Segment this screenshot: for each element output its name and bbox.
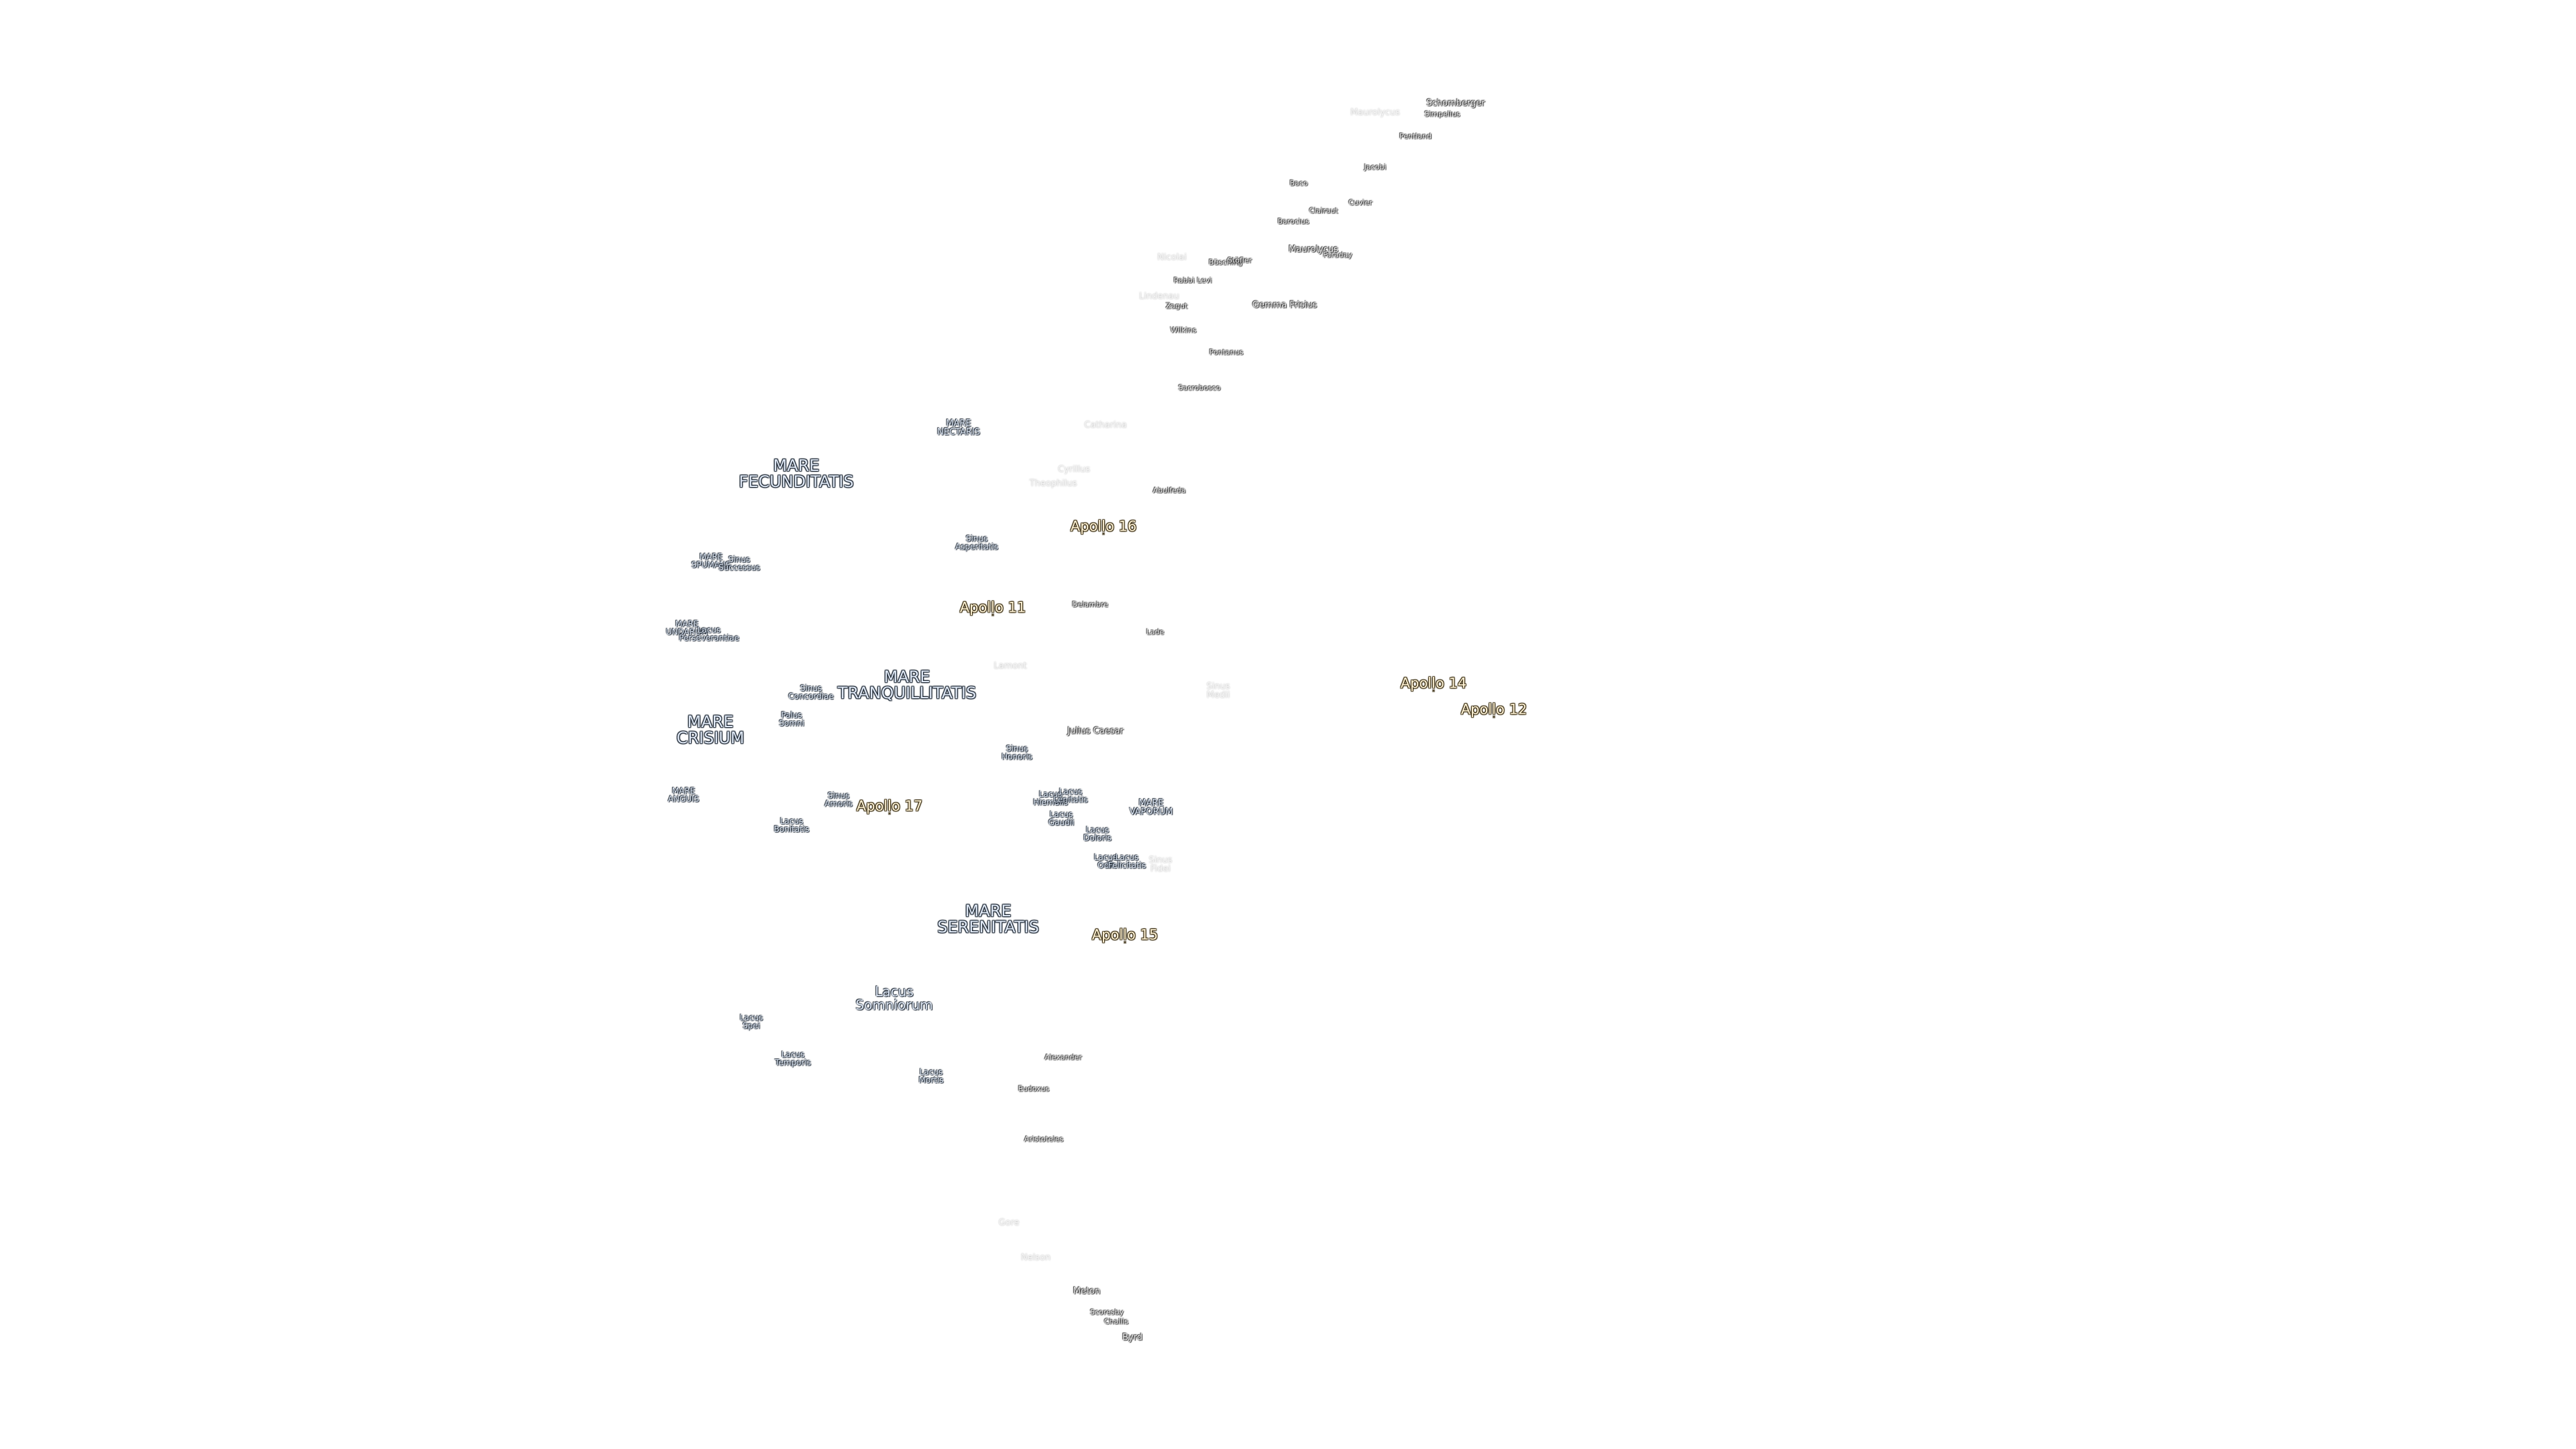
feature-label: MARE SERENITATIS [937, 902, 1039, 936]
feature-label: Aristoteles [1024, 1134, 1064, 1144]
apollo-site-label: Apollo 14 [1401, 676, 1466, 691]
feature-label: Sinus Amoris [824, 791, 853, 808]
apollo-site-label: Apollo 12 [1461, 702, 1527, 717]
apollo-site-label: Apollo 16 [1071, 519, 1136, 534]
feature-label: MARE CRISIUM [676, 712, 745, 747]
feature-label: Rabbi Levi [1173, 276, 1212, 285]
feature-label: Lacus Gaudii [1048, 810, 1075, 827]
feature-label: Barocius [1277, 217, 1309, 226]
feature-label: Schomberger [1426, 98, 1485, 109]
feature-label: Sinus Asperitatis [955, 534, 999, 551]
feature-label: Eudoxus [1018, 1084, 1050, 1093]
feature-label: MARE VAPORUM [1129, 798, 1173, 817]
feature-label: Lacus Temporis [775, 1050, 811, 1067]
feature-label: Nelson [1020, 1252, 1051, 1263]
feature-label: MARE UNDARUM [665, 619, 708, 637]
feature-label: Palus Somni [779, 710, 804, 728]
feature-label: Baco [1289, 178, 1308, 188]
apollo-site-label: Apollo 15 [1092, 928, 1158, 943]
feature-label: Lacus Felicitatis [1108, 853, 1146, 870]
feature-label: Maurolycus [1289, 244, 1338, 255]
feature-label: Sinus Honoris [1002, 744, 1032, 761]
feature-label: Faraday [1323, 250, 1352, 260]
feature-label: Lacus Spei [739, 1013, 763, 1030]
apollo-site-label: Apollo 11 [960, 600, 1026, 615]
feature-label: Sacrobosco [1178, 383, 1221, 392]
feature-label: Julius Caesar [1067, 726, 1124, 737]
feature-label: Scoresby [1089, 1307, 1124, 1317]
feature-label: Sinus Concordiae [788, 684, 834, 701]
feature-label: Lacus Somniorum [855, 983, 933, 1013]
feature-label: Gemma Frisius [1252, 300, 1318, 311]
feature-label: Cuvier [1348, 198, 1373, 207]
apollo-site-label: Apollo 17 [857, 799, 922, 814]
feature-label: Zagut [1165, 301, 1188, 311]
feature-label: Lacus Perseverantiae [679, 625, 739, 643]
feature-label: Lamont [994, 661, 1027, 672]
feature-label: Lacus Mortis [918, 1067, 944, 1085]
feature-label: Maurolycus [1350, 107, 1400, 118]
feature-label: Alexander [1044, 1053, 1082, 1062]
feature-label: MARE SPUMANS [691, 552, 731, 570]
feature-label: MARE FECUNDITATIS [739, 456, 854, 491]
feature-label: Lacus Lenitatis [1053, 787, 1088, 804]
feature-label: Lacus Bonitatis [773, 816, 810, 834]
feature-label: Byrd [1122, 1332, 1142, 1343]
feature-label: Pontanus [1209, 347, 1244, 357]
feature-label: Clairaut [1309, 206, 1338, 215]
feature-label: Sinus Medii [1206, 682, 1230, 700]
feature-label: Lindenau [1139, 291, 1179, 302]
feature-label: Lacus Hiemalis [1033, 790, 1068, 807]
feature-label: MARE TRANQUILLITATIS [837, 667, 977, 702]
feature-label: Jacobi [1364, 162, 1387, 172]
feature-label: Sinus Successus [718, 555, 761, 572]
feature-label: Challis [1104, 1317, 1129, 1326]
feature-label: Simpelius [1424, 109, 1460, 119]
feature-label: Pentland [1399, 131, 1432, 141]
feature-label: Lade [1146, 627, 1165, 637]
feature-label: Delambre [1072, 600, 1108, 609]
feature-label: Wilkins [1170, 325, 1197, 335]
feature-label: Gore [998, 1218, 1020, 1228]
feature-label: Abulfeda [1152, 486, 1186, 495]
feature-label: Büsching [1208, 258, 1243, 267]
feature-label: Theophilus [1029, 478, 1077, 489]
feature-label: Nicolai [1157, 252, 1187, 263]
feature-label: MARE ANGUIS [667, 786, 700, 804]
feature-label: Meton [1073, 1286, 1101, 1297]
feature-label: MARE NECTARIS [937, 419, 980, 437]
feature-label: Stöfler [1227, 256, 1252, 265]
feature-label: Sinus Fidei [1148, 855, 1173, 874]
feature-label: Lacus Doloris [1083, 825, 1112, 843]
feature-label: Catharina [1084, 420, 1127, 431]
feature-label: Cyrillus [1058, 464, 1090, 475]
feature-label: Lacus Odii [1093, 853, 1118, 870]
